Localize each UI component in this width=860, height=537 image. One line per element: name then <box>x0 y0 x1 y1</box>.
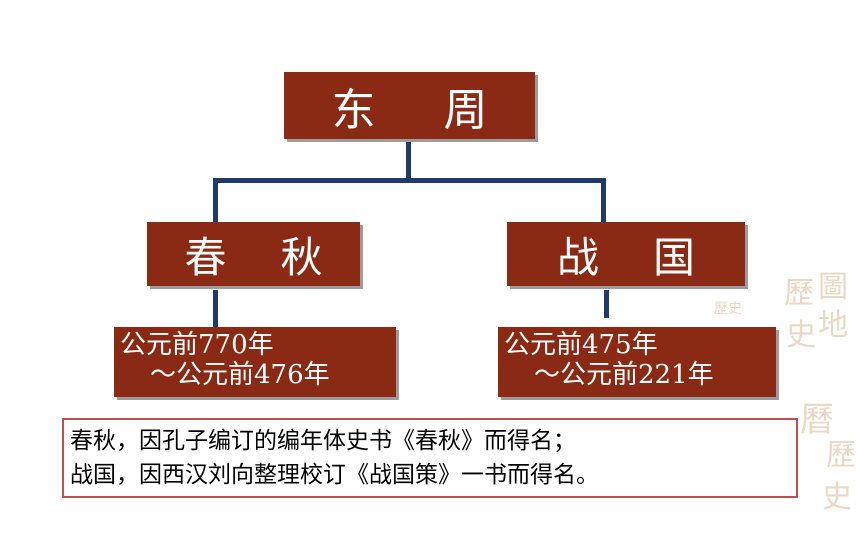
date-start: 公元前475年 <box>504 330 658 360</box>
note-line-2: 战国，因西汉刘向整理校订《战国策》一书而得名。 <box>70 462 599 488</box>
watermark-char: 地 <box>818 308 848 343</box>
watermark-char: 歷 <box>826 438 856 473</box>
node-label-left: 东 <box>331 84 376 136</box>
connector-left-date <box>213 290 218 328</box>
connector-right-drop <box>601 178 606 223</box>
watermark-char: 圖 <box>818 270 848 305</box>
node-label-left: 春 <box>184 232 227 282</box>
node-dongzhou: 东 周 <box>284 72 535 139</box>
watermark-char: 史 <box>822 480 852 515</box>
connector-right-date <box>604 290 609 318</box>
watermark-char: 曆 <box>800 400 834 440</box>
date-end: ～公元前476年 <box>150 360 330 390</box>
date-start: 公元前770年 <box>120 330 274 360</box>
watermark-char: 史 <box>786 318 816 353</box>
note-line-1: 春秋，因孔子编订的编年体史书《春秋》而得名； <box>70 428 576 454</box>
watermark-char: 歷史 <box>714 301 742 317</box>
node-zhanguo: 战 国 <box>507 222 745 286</box>
date-range-zhanguo: 公元前475年 ～公元前221年 <box>498 327 776 397</box>
connector-root-stem <box>406 139 411 181</box>
watermark-char: 歷 <box>784 276 814 311</box>
date-range-chunqiu: 公元前770年 ～公元前476年 <box>114 327 396 397</box>
connector-horizontal <box>213 178 606 183</box>
node-label-left: 战 <box>556 232 599 282</box>
date-end: ～公元前221年 <box>534 360 714 390</box>
explanation-note: 春秋，因孔子编订的编年体史书《春秋》而得名； 战国，因西汉刘向整理校订《战国策》… <box>62 418 798 498</box>
node-label-right: 秋 <box>280 232 323 282</box>
connector-left-drop <box>213 178 218 223</box>
node-label-right: 周 <box>443 84 488 136</box>
node-label-right: 国 <box>653 232 696 282</box>
node-chunqiu: 春 秋 <box>147 222 360 286</box>
